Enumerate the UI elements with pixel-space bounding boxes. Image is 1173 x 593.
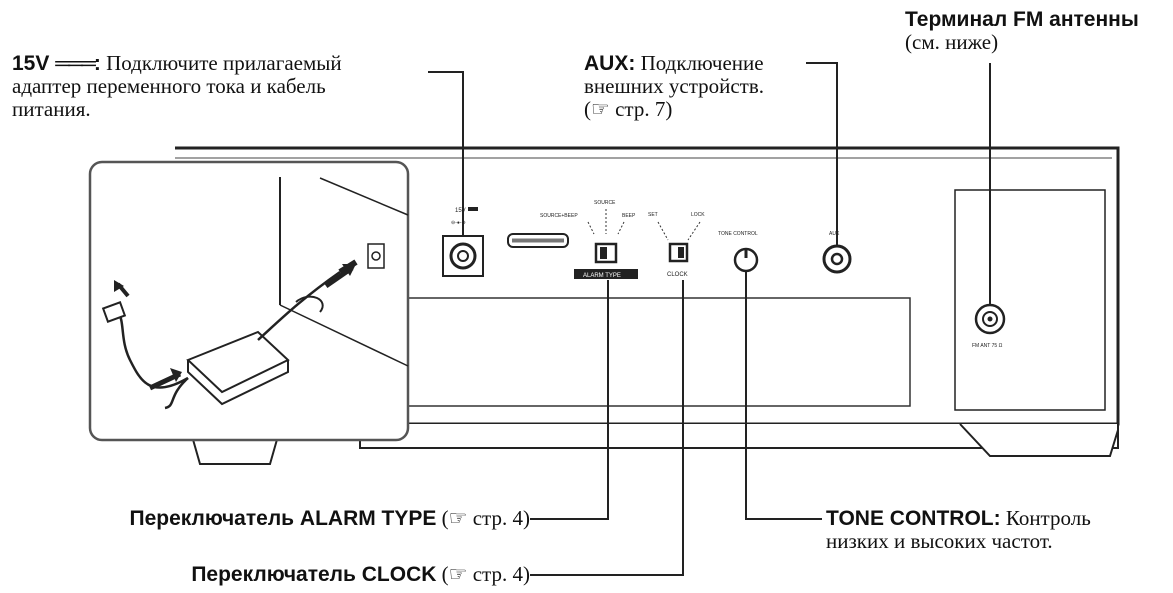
wall-plug-icon: [101, 301, 127, 323]
power-leader-line: [428, 71, 464, 236]
tone-leader-line: [745, 272, 822, 520]
power-callout-line1: Подключите прилагаемый: [100, 51, 342, 75]
dc-symbol-icon: [468, 207, 478, 211]
inset-device-top: [319, 177, 409, 216]
power-jack-pin: [457, 250, 469, 262]
right-foot: [959, 423, 1119, 457]
tone-callout-line2: низких и высоких частот.: [826, 529, 1053, 553]
arrow-head-icon: [114, 280, 124, 292]
ac-adapter-side: [187, 360, 289, 406]
fm-callout-label: Терминал FM антенны: [905, 8, 1139, 31]
clock-label: CLOCK: [667, 272, 688, 278]
beep-label: BEEP: [622, 213, 636, 219]
source-beep-label: SOURCE+BEEP: [540, 213, 578, 219]
alarm-type-leader-line: [530, 280, 609, 520]
dc-symbol-text: ═══: [55, 52, 96, 75]
alarm-type-label: ALARM TYPE: [583, 273, 621, 279]
lock-label: LOCK: [691, 212, 705, 218]
set-label: SET: [648, 212, 658, 218]
alarm-switch-knob: [600, 247, 607, 259]
alarm-type-callout: Переключатель ALARM TYPE (☞ стр. 4): [90, 506, 530, 531]
tone-control-knob: [733, 247, 759, 273]
dc-polarity-icon: ⊖-●-⊕: [451, 220, 466, 226]
aux-callout-label: AUX:: [584, 52, 636, 75]
aux-callout-line2: внешних устройств.: [584, 74, 765, 98]
tone-callout-line1: Контроль: [1000, 506, 1091, 530]
arrow-head-icon: [170, 368, 182, 382]
clock-callout-label: Переключатель CLOCK: [191, 563, 437, 586]
source-label: SOURCE: [594, 200, 616, 206]
fm-callout: Терминал FM антенны (см. ниже): [905, 8, 1170, 54]
arrow-head-icon: [342, 264, 356, 276]
aux-jack-hole: [830, 252, 844, 266]
power-callout: 15V ═══: Подключите прилагаемый адаптер …: [12, 52, 432, 121]
lower-cover-panel: [407, 297, 911, 407]
power-cord-icon: [164, 377, 189, 410]
aux-callout-ref: (☞ стр. 7): [584, 97, 673, 121]
fm-ant-label: FM ANT 75 Ω: [972, 343, 1003, 349]
fm-antenna-panel: [954, 189, 1106, 411]
clock-switch-knob: [678, 247, 684, 258]
power-cord-icon: [116, 311, 189, 389]
fm-terminal-pin: [987, 316, 993, 322]
alarm-type-callout-ref: (☞ стр. 4): [436, 506, 530, 530]
clock-callout: Переключатель CLOCK (☞ стр. 4): [90, 562, 530, 587]
clock-pos-tick-icon: [657, 221, 669, 241]
aux-label: AUX: [829, 231, 840, 237]
aux-leader-line: [806, 62, 838, 246]
inset-jack-hole-icon: [371, 251, 381, 261]
power-callout-colon: :: [93, 52, 101, 75]
alarm-type-label-bg: [574, 269, 638, 279]
tone-callout-label: TONE CONTROL:: [826, 507, 1001, 530]
inset-device-bottom: [279, 304, 409, 367]
adapter-inset: [88, 160, 410, 442]
tone-control-label: TONE CONTROL: [718, 231, 758, 237]
clock-callout-ref: (☞ стр. 4): [436, 562, 530, 586]
dc-cable-icon: [257, 270, 341, 341]
aux-callout: AUX: Подключение внешних устройств. (☞ с…: [584, 52, 814, 121]
power-callout-line2: адаптер переменного тока и кабель: [12, 74, 326, 98]
power-jack-label: 15V: [455, 208, 466, 214]
clock-leader-line: [530, 280, 684, 576]
alarm-type-callout-label: Переключатель ALARM TYPE: [129, 507, 437, 530]
fm-callout-line2: (см. ниже): [905, 30, 999, 54]
cable-tie-icon: [295, 295, 324, 313]
power-callout-line3: питания.: [12, 97, 91, 121]
power-callout-label: 15V: [12, 52, 56, 75]
aux-callout-line1: Подключение: [635, 51, 764, 75]
tone-callout: TONE CONTROL: Контроль низких и высоких …: [826, 507, 1166, 553]
